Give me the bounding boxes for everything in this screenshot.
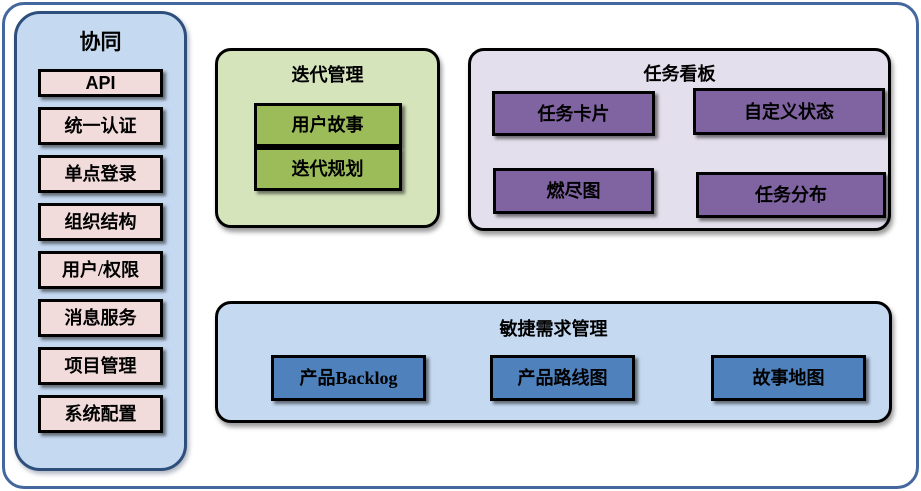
sidebar-item-system-config: 系统配置 <box>38 395 163 433</box>
panel-task-board-title: 任务看板 <box>643 64 716 84</box>
sidebar-item-list: API 统一认证 单点登录 组织结构 用户/权限 消息服务 项目管理 系统配置 <box>38 69 163 433</box>
panel-agile-requirements: 敏捷需求管理 产品Backlog 产品路线图 故事地图 <box>215 301 892 423</box>
feature-product-roadmap: 产品路线图 <box>490 355 635 401</box>
panel-iteration-title: 迭代管理 <box>291 65 364 85</box>
feature-story-map: 故事地图 <box>711 355 866 401</box>
sidebar-panel-collaboration: 协同 API 统一认证 单点登录 组织结构 用户/权限 消息服务 项目管理 系统… <box>14 11 187 471</box>
sidebar-item-message-service: 消息服务 <box>38 299 163 337</box>
sidebar-item-api: API <box>38 69 163 97</box>
feature-burndown-chart: 燃尽图 <box>493 168 654 214</box>
sidebar-item-single-sign-on: 单点登录 <box>38 155 163 193</box>
feature-custom-status: 自定义状态 <box>693 88 885 135</box>
sidebar-item-user-permissions: 用户/权限 <box>38 251 163 289</box>
feature-user-story: 用户故事 <box>253 103 402 147</box>
panel-iteration-management: 迭代管理 用户故事 迭代规划 <box>215 48 440 228</box>
panel-task-board: 任务看板 任务卡片 自定义状态 燃尽图 任务分布 <box>468 48 891 231</box>
feature-task-distribution: 任务分布 <box>696 172 886 218</box>
feature-task-card: 任务卡片 <box>492 91 655 136</box>
sidebar-item-project-management: 项目管理 <box>38 347 163 385</box>
panel-agile-requirements-title: 敏捷需求管理 <box>499 319 608 339</box>
feature-product-backlog: 产品Backlog <box>271 355 426 401</box>
sidebar-title: 协同 <box>79 31 122 54</box>
sidebar-item-org-structure: 组织结构 <box>38 203 163 241</box>
feature-iteration-planning: 迭代规划 <box>253 147 402 191</box>
sidebar-item-unified-auth: 统一认证 <box>38 107 163 145</box>
